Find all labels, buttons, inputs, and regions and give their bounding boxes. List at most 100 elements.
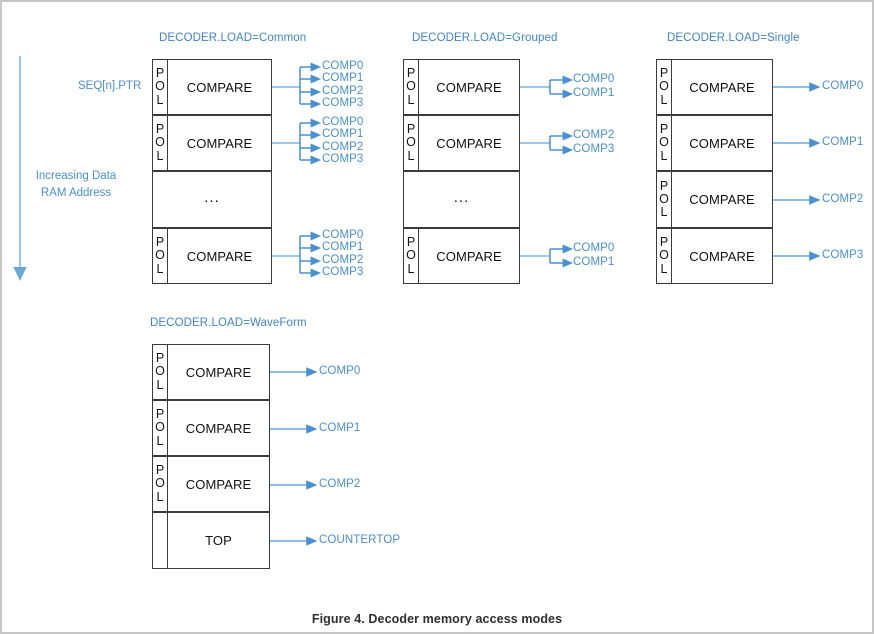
output-label: COMP1 [822,136,864,148]
pol-letter-p: P [406,235,416,250]
output-wire [773,251,821,261]
increasing-address-label: Increasing Data RAM Address [20,168,132,201]
output-label: COMP0 [322,60,364,72]
pol-letter-l: L [156,92,164,107]
output-label: COMP3 [322,97,364,109]
pol-letter-l: L [660,205,668,220]
pol-column: P O L [153,229,168,283]
table-row[interactable]: P O L COMPARE [656,59,773,115]
row-label: COMPARE [185,420,252,436]
fanout-wires [272,118,322,165]
row-label: COMPARE [436,248,502,264]
table-row[interactable]: P O L COMPARE [152,59,272,115]
output-label: COMP2 [322,141,364,153]
pol-letter-o: O [406,135,416,150]
pol-letter-p: P [659,122,669,137]
pol-letter-p: P [659,178,669,193]
output-label: COMP2 [822,193,864,205]
pol-letter-o: O [406,248,416,263]
pol-column: P O L [657,60,672,114]
panel-common-title: DECODER.LOAD=Common [159,32,307,44]
pol-column-empty [153,513,168,568]
pol-letter-l: L [156,433,164,448]
pol-column: P O L [404,229,419,283]
output-label: COMP1 [573,87,615,99]
pol-letter-l: L [156,148,164,163]
table-row[interactable]: P O L COMPARE [403,228,520,284]
output-label: COMP0 [319,365,361,377]
pol-letter-p: P [155,407,165,422]
output-label: COMP2 [322,254,364,266]
pol-letter-l: L [407,261,415,276]
pol-column: P O L [657,116,672,170]
output-label: COUNTERTOP [319,534,401,546]
row-label: COMPARE [186,79,253,95]
output-label: COMP3 [573,143,615,155]
fanout-wires [272,231,322,278]
table-row[interactable]: TOP [152,512,270,569]
output-wire [270,536,318,546]
pol-letter-l: L [660,261,668,276]
pol-column: P O L [404,60,419,114]
row-label: COMPARE [186,135,253,151]
output-wire [773,195,821,205]
table-row-ellipsis: ... [403,171,520,228]
row-label: COMPARE [185,476,252,492]
output-label: COMP3 [822,249,864,261]
output-label: COMP0 [822,80,864,92]
pol-column: P O L [153,116,168,170]
row-label: COMPARE [436,135,502,151]
output-label: COMP1 [322,72,364,84]
output-label: COMP2 [322,85,364,97]
row-label: COMPARE [689,248,755,264]
row-label: ... [204,189,220,206]
output-label: COMP0 [573,242,615,254]
table-row[interactable]: P O L COMPARE [403,59,520,115]
table-row[interactable]: P O L COMPARE [403,115,520,171]
output-label: COMP2 [573,129,615,141]
fanout-wires [520,244,574,268]
table-row[interactable]: P O L COMPARE [152,344,270,400]
pol-letter-p: P [155,351,165,366]
pol-letter-o: O [155,135,165,150]
figure-caption: Figure 4. Decoder memory access modes [311,612,563,626]
pol-column: P O L [153,60,168,114]
row-label: ... [453,189,470,206]
pol-letter-p: P [406,122,416,137]
table-row[interactable]: P O L COMPARE [152,115,272,171]
pol-letter-o: O [406,79,416,94]
pol-column: P O L [153,457,168,511]
pol-column: P O L [657,172,672,227]
row-label: COMPARE [689,135,755,151]
table-row[interactable]: P O L COMPARE [152,456,270,512]
panel-waveform-title: DECODER.LOAD=WaveForm [150,317,307,329]
table-row[interactable]: P O L COMPARE [152,400,270,456]
panel-single-title: DECODER.LOAD=Single [667,32,800,44]
table-row[interactable]: P O L COMPARE [152,228,272,284]
table-row[interactable]: P O L COMPARE [656,228,773,284]
output-label: COMP0 [322,229,364,241]
pol-letter-l: L [660,148,668,163]
table-row[interactable]: P O L COMPARE [656,171,773,228]
panel-grouped-title: DECODER.LOAD=Grouped [412,32,558,44]
fanout-wires [520,75,574,99]
row-label: TOP [205,533,232,548]
pol-column: P O L [153,345,168,399]
output-label: COMP0 [322,116,364,128]
pol-letter-p: P [155,463,165,478]
pol-column: P O L [404,116,419,170]
pol-letter-p: P [659,235,669,250]
table-row[interactable]: P O L COMPARE [656,115,773,171]
output-label: COMP3 [322,153,364,165]
pol-letter-l: L [156,489,164,504]
pol-letter-l: L [156,261,164,276]
row-label: COMPARE [185,364,252,380]
pol-column: P O L [657,229,672,283]
pol-letter-o: O [155,79,165,94]
row-label: COMPARE [689,79,755,95]
pol-letter-p: P [406,66,416,81]
pol-letter-o: O [155,364,165,379]
row-label: COMPARE [186,248,253,264]
pol-letter-p: P [155,122,165,137]
